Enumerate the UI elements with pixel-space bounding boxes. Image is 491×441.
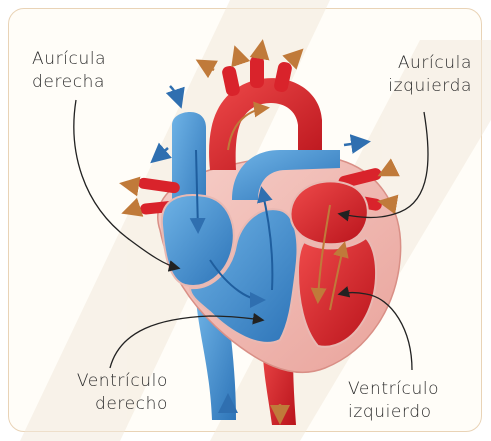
flow-arrow-pulm-left (154, 148, 168, 160)
label-line: Ventrículo (348, 378, 439, 401)
label-line: derecha (32, 71, 106, 94)
label-line: Aurícula (362, 52, 472, 75)
flow-arrow-pv-right-1 (124, 184, 136, 186)
label-line: Aurícula (32, 48, 106, 71)
label-auricula-izquierda: Aurícula izquierda (362, 52, 472, 98)
label-ventriculo-izquierdo: Ventrículo izquierdo (348, 378, 439, 424)
label-line: izquierda (362, 75, 472, 98)
label-line: derecho (38, 393, 168, 416)
aortic-branch-2 (250, 56, 264, 88)
flow-arrow-aorta-4 (290, 52, 300, 62)
flow-arrow-pv-right-2 (126, 208, 138, 212)
flow-arrow-pv-left-1 (382, 168, 394, 174)
label-line: Ventrículo (38, 370, 168, 393)
flow-arrow-svc (170, 86, 180, 104)
label-ventriculo-derecho: Ventrículo derecho (38, 370, 168, 416)
flow-arrow-pulm-right (344, 142, 366, 145)
label-line: izquierdo (348, 401, 439, 424)
flow-arrow-aorta-1 (200, 62, 214, 70)
flow-arrow-aorta-2 (236, 50, 240, 62)
aortic-branch-1 (221, 65, 241, 97)
flow-arrow-aorta-3 (260, 44, 262, 56)
label-auricula-derecha: Aurícula derecha (32, 48, 106, 94)
